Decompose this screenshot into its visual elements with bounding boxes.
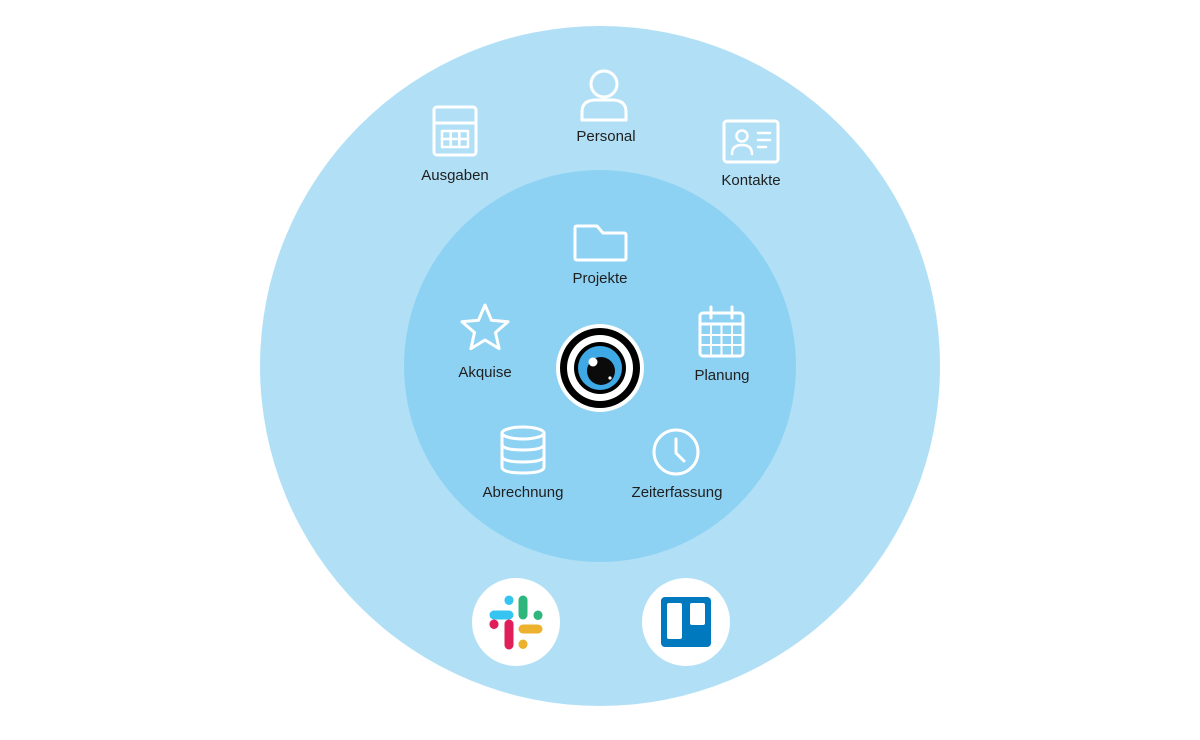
module-label-akquise: Akquise <box>458 364 511 381</box>
module-label-abrechnung: Abrechnung <box>483 484 564 501</box>
center-logo <box>556 324 644 412</box>
module-kontakte: Kontakte <box>721 119 781 189</box>
eye-logo-icon <box>560 328 640 408</box>
contact-card-icon <box>722 119 780 164</box>
clock-icon <box>652 428 700 476</box>
module-projekte: Projekte <box>572 224 628 287</box>
module-ausgaben: Ausgaben <box>421 105 489 184</box>
module-label-projekte: Projekte <box>572 270 627 287</box>
trello-logo-icon <box>661 597 711 647</box>
module-planung: Planung <box>694 305 750 384</box>
module-label-personal: Personal <box>576 128 635 145</box>
module-abrechnung: Abrechnung <box>483 425 564 501</box>
module-label-zeiterfassung: Zeiterfassung <box>632 484 723 501</box>
integration-trello <box>642 578 730 666</box>
module-personal: Personal <box>576 69 636 145</box>
folder-icon <box>573 224 628 262</box>
star-icon <box>460 303 510 351</box>
slack-logo-icon <box>489 595 543 650</box>
module-zeiterfassung: Zeiterfassung <box>632 428 723 501</box>
database-icon <box>500 425 546 475</box>
module-label-ausgaben: Ausgaben <box>421 167 489 184</box>
calculator-icon <box>432 105 478 157</box>
calendar-icon <box>698 305 745 358</box>
module-akquise: Akquise <box>458 303 512 381</box>
person-icon <box>580 69 628 122</box>
integration-slack <box>472 578 560 666</box>
module-label-planung: Planung <box>694 367 749 384</box>
module-label-kontakte: Kontakte <box>721 172 780 189</box>
